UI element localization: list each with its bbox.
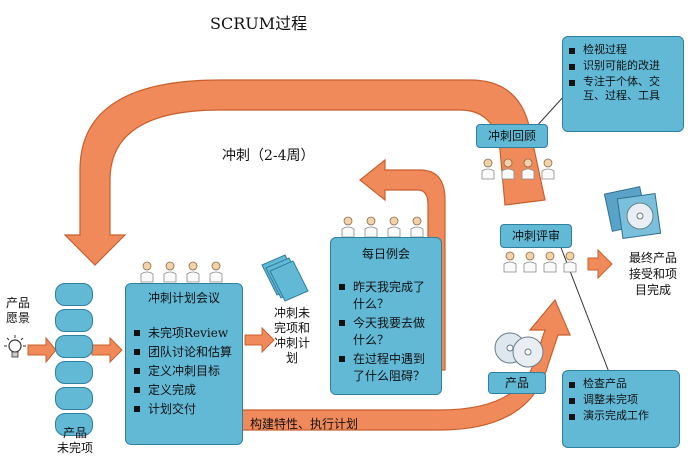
- product-vision-label: 产品 愿景: [5, 296, 30, 325]
- review-list: 检查产品 调整未完项 演示完成工作: [567, 377, 675, 423]
- planning-arrow: [244, 326, 275, 354]
- product-label: 产品: [488, 372, 546, 394]
- planning-people: [140, 261, 223, 283]
- page-title: SCRUM过程: [210, 14, 308, 33]
- sprint-backlog-label: 冲刺未 完项和 冲刺计 划: [273, 306, 310, 365]
- lightbulb-icon: [4, 335, 26, 358]
- list-item: 定义冲刺目标: [132, 363, 236, 380]
- papers-icon: [261, 254, 309, 302]
- daily-people: [341, 216, 424, 238]
- list-item: 在过程中遇到了什么阻碍？: [337, 351, 435, 385]
- list-item: 团队讨论和估算: [132, 344, 236, 361]
- list-item: 调整未完项: [567, 393, 675, 407]
- sprint-loop-arrow: [63, 79, 546, 266]
- retro-list: 检视过程 识别可能的改进 专注于个体、交互、过程、工具: [567, 43, 679, 103]
- sprint-planning-box: 冲刺计划会议 未完项Review 团队讨论和估算 定义冲刺目标 定义完成 计划交…: [125, 283, 243, 445]
- retrospective-label: 冲刺回顾: [476, 124, 548, 148]
- daily-scrum-title: 每日例会: [361, 247, 410, 261]
- list-item: 专注于个体、交互、过程、工具: [567, 75, 679, 103]
- list-item: 演示完成工作: [567, 409, 675, 423]
- build-arrow: [229, 298, 571, 431]
- daily-list: 昨天我完成了什么？ 今天我要去做什么？ 在过程中遇到了什么阻碍？: [337, 279, 435, 385]
- product-backlog-label: 产品 未完项: [56, 426, 93, 455]
- list-item: 未完项Review: [132, 325, 236, 342]
- list-item: 定义完成: [132, 382, 236, 399]
- sprint-planning-title: 冲刺计划会议: [147, 291, 220, 305]
- vision-arrow: [27, 336, 57, 364]
- sprint-duration-label: 冲刺（2-4周）: [222, 148, 315, 164]
- list-item: 昨天我完成了什么？: [337, 279, 435, 313]
- planning-list: 未完项Review 团队讨论和估算 定义冲刺目标 定义完成 计划交付: [132, 325, 236, 418]
- cd-case-icon: [603, 186, 662, 240]
- retro-notes-box: 检视过程 识别可能的改进 专注于个体、交互、过程、工具: [562, 36, 684, 132]
- cd-icon: [494, 332, 544, 368]
- sprint-review-label: 冲刺评审: [500, 224, 572, 248]
- daily-scrum-box: 每日例会 昨天我完成了什么？ 今天我要去做什么？ 在过程中遇到了什么阻碍？: [330, 237, 442, 395]
- list-item: 检视过程: [567, 43, 679, 57]
- product-backlog-stack: [55, 283, 93, 436]
- backlog-arrow: [91, 336, 123, 364]
- list-item: 今天我要去做什么？: [337, 315, 435, 349]
- build-label: 构建特性、执行计划: [250, 417, 359, 431]
- list-item: 识别可能的改进: [567, 59, 679, 73]
- final-arrow: [587, 248, 613, 280]
- list-item: 检查产品: [567, 377, 675, 391]
- list-item: 计划交付: [132, 401, 236, 418]
- review-people: [503, 251, 577, 273]
- final-product-label: 最终产品 接受和项 目完成: [628, 251, 677, 297]
- review-notes-box: 检查产品 调整未完项 演示完成工作: [562, 370, 680, 448]
